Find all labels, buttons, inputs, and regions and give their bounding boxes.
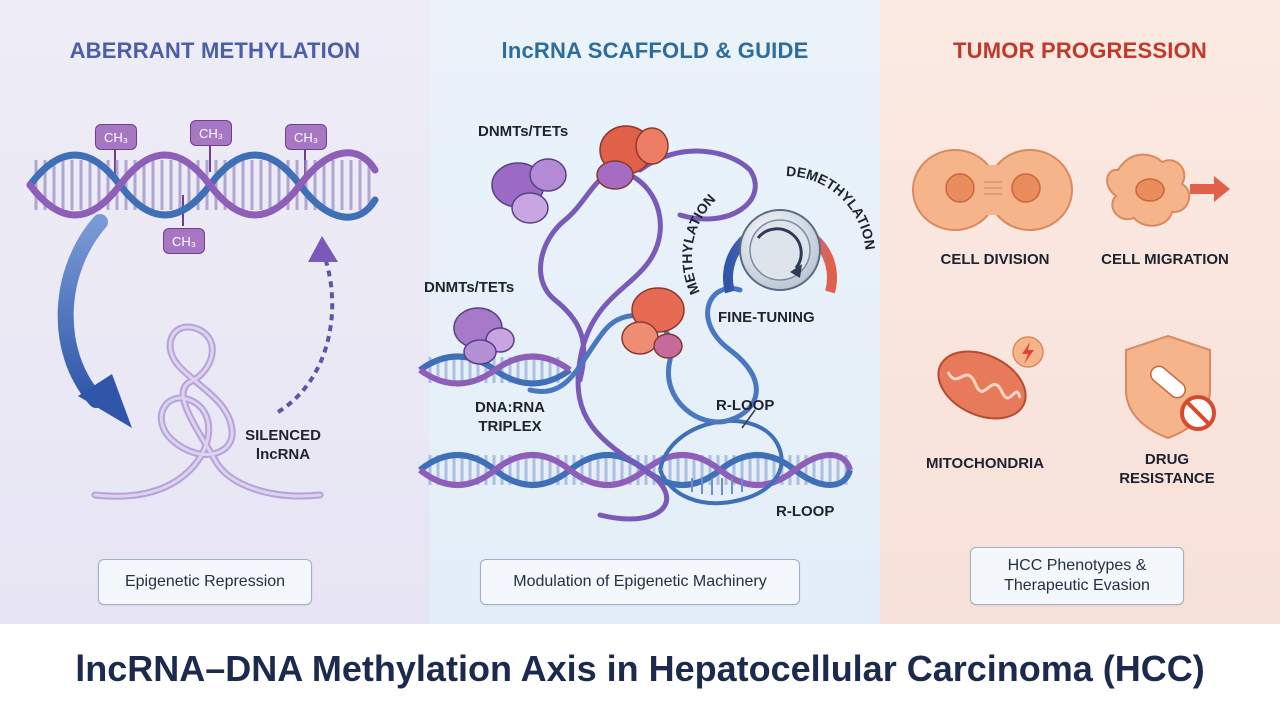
dnmts-tets-label-mid: DNMTs/TETs — [424, 279, 515, 296]
drug-resistance-label: DRUG RESISTANCE — [1119, 451, 1215, 487]
silencing-cycle-arrows — [57, 214, 338, 428]
mitochondria-icon — [937, 336, 1044, 420]
epigenetic-repression-box: Epigenetic Repression — [98, 559, 312, 605]
panel-tumor-progression: TUMOR PROGRESSION — [880, 0, 1280, 624]
panel-title-right: TUMOR PROGRESSION — [953, 38, 1207, 63]
cell-division-label: CELL DIVISION — [940, 251, 1050, 268]
cell-migration-label: CELL MIGRATION — [1101, 251, 1229, 268]
silenced-lncrna-label: SILENCED lncRNA — [245, 427, 321, 463]
phenotype-icons — [912, 149, 1230, 440]
enzyme-complex — [596, 125, 669, 190]
panel-aberrant-methylation: ABERRANT METHYLATION CH₃ CH₃ CH₃ CH₃ — [0, 0, 430, 624]
fine-tuning-dial: METHYLATION DEMETHYLATION — [679, 163, 879, 297]
main-title: lncRNA–DNA Methylation Axis in Hepatocel… — [0, 624, 1280, 714]
enzyme-complex — [491, 158, 567, 224]
dnmts-tets-label-top: DNMTs/TETs — [478, 123, 569, 140]
methylated-dna-helix — [26, 146, 379, 226]
fine-tuning-label: FINE-TUNING — [718, 309, 815, 326]
ch3-tag: CH₃ — [95, 124, 137, 150]
panel-lncrna-scaffold: lncRNA SCAFFOLD & GUIDE — [418, 0, 880, 624]
ch3-tag: CH₃ — [163, 228, 205, 254]
dial-methylation-label: METHYLATION — [679, 191, 719, 297]
dna-rna-triplex-label: DNA:RNA TRIPLEX — [475, 399, 545, 435]
mitochondria-label: MITOCHONDRIA — [925, 455, 1045, 472]
silenced-lncrna-coil — [91, 323, 324, 500]
modulation-box: Modulation of Epigenetic Machinery — [480, 559, 800, 605]
ch3-tag: CH₃ — [285, 124, 327, 150]
r-loop-label-lower: R-LOOP — [776, 503, 835, 520]
scaffold-diagram — [418, 125, 853, 522]
panel-title-middle: lncRNA SCAFFOLD & GUIDE — [501, 38, 809, 63]
enzyme-complex — [453, 307, 515, 365]
panel-title-left: ABERRANT METHYLATION — [69, 38, 361, 63]
drug-resistance-icon — [1125, 334, 1216, 440]
r-loop-label-upper: R-LOOP — [716, 397, 775, 414]
hcc-phenotypes-box: HCC Phenotypes & Therapeutic Evasion — [970, 547, 1184, 605]
cell-division-icon — [912, 149, 1073, 231]
ch3-tag: CH₃ — [190, 120, 232, 146]
svg-text:METHYLATION: METHYLATION — [679, 191, 719, 297]
cell-migration-icon — [1106, 153, 1230, 227]
enzyme-complex — [621, 287, 685, 359]
